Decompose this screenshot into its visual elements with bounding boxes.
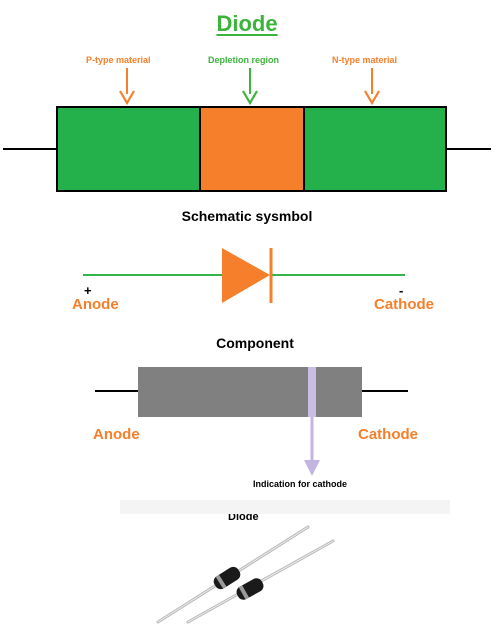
title: Diode (216, 11, 278, 36)
depletion-region (199, 106, 305, 192)
n-type-arrow (364, 68, 380, 106)
component-body (138, 367, 362, 417)
diode-2-band (238, 585, 250, 600)
minus-sign: - (399, 283, 404, 298)
diode-1-body (213, 566, 241, 590)
n-type-region (303, 106, 447, 192)
reflection-strip (120, 500, 450, 514)
schematic-anode-label: Anode (72, 296, 119, 313)
n-type-label: N-type material (332, 55, 398, 65)
p-type-label: P-type material (86, 55, 151, 65)
diode-triangle (222, 248, 270, 303)
plus-sign: + (84, 283, 92, 298)
component-anode-label: Anode (93, 426, 140, 443)
component-cathode-label: Cathode (358, 426, 418, 443)
p-type-region (56, 106, 201, 192)
depletion-arrow (242, 68, 258, 106)
component-heading: Component (216, 335, 294, 351)
diode-photo (156, 525, 335, 624)
cathode-indicator-arrowhead (304, 460, 320, 476)
diode-1-band (215, 574, 227, 589)
schematic-cathode-label: Cathode (374, 296, 434, 313)
depletion-region-label: Depletion region (208, 55, 280, 65)
p-type-arrow (119, 68, 135, 106)
cathode-band (308, 367, 316, 417)
cathode-indication-label: Indication for cathode (253, 479, 348, 489)
schematic-heading: Schematic sysmbol (181, 208, 313, 224)
